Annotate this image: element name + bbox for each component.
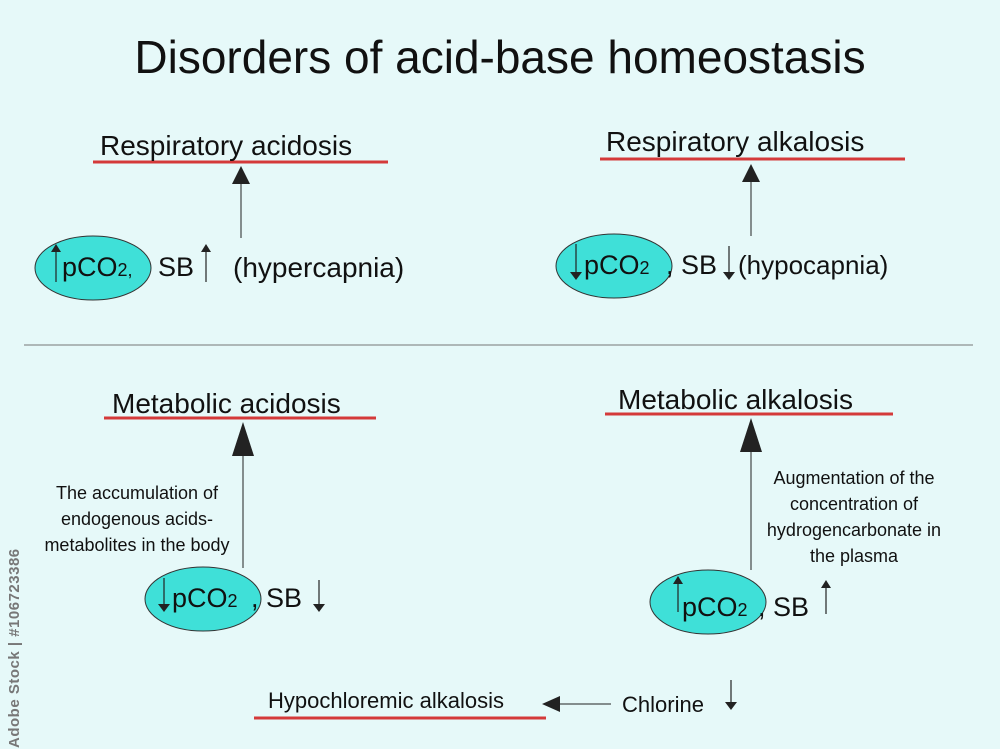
pco2-up-arrow-resp-acidosis bbox=[51, 244, 61, 282]
heading-metabolic-alkalosis: Metabolic alkalosis bbox=[618, 384, 853, 415]
heading-metabolic-acidosis: Metabolic acidosis bbox=[112, 388, 341, 419]
arrow-resp-alkalosis bbox=[742, 164, 760, 236]
formula-resp-acidosis-pco2: pCO2, bbox=[62, 252, 133, 283]
term-hypercapnia: (hypercapnia) bbox=[233, 252, 405, 283]
pco2-label: pCO bbox=[584, 250, 640, 280]
label-hypochloremic-alkalosis: Hypochloremic alkalosis bbox=[268, 688, 504, 713]
formula-metab-alkalosis-pco2: pCO2 bbox=[682, 592, 748, 623]
pco2-label: pCO bbox=[682, 592, 738, 622]
pco2-down-arrow-metab-acidosis bbox=[158, 578, 170, 612]
pco2-subscript: 2 bbox=[639, 258, 650, 278]
formula-resp-alkalosis-sb: , SB bbox=[666, 250, 718, 280]
formula-metab-acidosis-sb: , SB bbox=[251, 583, 303, 613]
stock-id-label: Adobe Stock | #106723386 bbox=[6, 548, 23, 748]
formula-metab-acidosis-pco2: pCO2 bbox=[172, 583, 238, 614]
heading-respiratory-acidosis: Respiratory acidosis bbox=[100, 130, 353, 161]
cause-metabolic-alkalosis: Augmentation of the concentration of hyd… bbox=[766, 468, 942, 566]
arrow-metab-acidosis bbox=[232, 422, 254, 568]
pco2-subscript: 2 bbox=[737, 600, 748, 620]
sb-up-arrow-resp-acidosis bbox=[201, 244, 211, 282]
arrow-chlorine-to-hypochloremic bbox=[542, 696, 611, 712]
ellipse-metab-acidosis bbox=[144, 566, 262, 632]
pco2-subscript: 2 bbox=[227, 591, 238, 611]
ellipse-resp-acidosis bbox=[34, 235, 152, 301]
pco2-down-arrow-resp-alkalosis bbox=[570, 244, 582, 280]
cause-metabolic-acidosis: The accumulation of endogenous acids-met… bbox=[44, 483, 230, 555]
formula-resp-acidosis-sb: SB bbox=[158, 252, 195, 282]
formula-metab-alkalosis-sb: , SB bbox=[758, 592, 810, 622]
arrow-resp-acidosis bbox=[232, 166, 250, 238]
label-chlorine: Chlorine bbox=[622, 692, 704, 717]
chlorine-down-arrow bbox=[725, 680, 737, 710]
pco2-up-arrow-metab-alkalosis bbox=[673, 576, 683, 612]
pco2-label: pCO bbox=[172, 583, 228, 613]
ellipse-resp-alkalosis bbox=[555, 233, 673, 299]
ellipse-metab-alkalosis bbox=[649, 569, 767, 635]
term-hypocapnia: (hypocapnia) bbox=[738, 250, 889, 280]
heading-respiratory-alkalosis: Respiratory alkalosis bbox=[606, 126, 865, 157]
arrow-metab-alkalosis bbox=[740, 418, 762, 570]
sb-down-arrow-resp-alkalosis bbox=[723, 246, 735, 280]
formula-resp-alkalosis-pco2: pCO2 bbox=[584, 250, 650, 281]
pco2-subscript: 2, bbox=[117, 260, 133, 280]
pco2-label: pCO bbox=[62, 252, 118, 282]
sb-up-arrow-metab-alkalosis bbox=[821, 580, 831, 614]
page-title: Disorders of acid-base homeostasis bbox=[134, 31, 866, 83]
sb-down-arrow-metab-acidosis bbox=[313, 580, 325, 612]
